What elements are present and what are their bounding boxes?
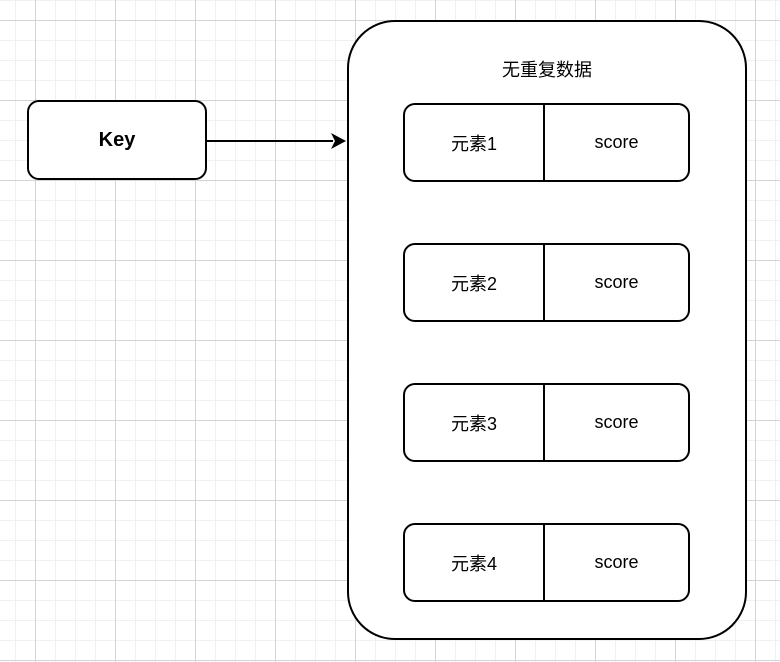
key-node: Key	[27, 100, 207, 180]
container-title: 无重复数据	[502, 60, 592, 80]
score-cell: score	[594, 132, 639, 152]
arrow-connector	[207, 133, 346, 149]
element-cell: 元素3	[405, 385, 545, 460]
key-node-label: Key	[98, 128, 136, 151]
element-row-2: 元素2 score	[403, 243, 690, 322]
element-cell: 元素4	[405, 525, 545, 600]
score-cell: score	[594, 272, 639, 292]
score-cell: score	[594, 412, 639, 432]
element-cell: 元素1	[405, 105, 545, 180]
element-cell: 元素2	[405, 245, 545, 320]
element-row-4: 元素4 score	[403, 523, 690, 602]
element-row-1: 元素1 score	[403, 103, 690, 182]
element-row-3: 元素3 score	[403, 383, 690, 462]
score-cell: score	[594, 552, 639, 572]
set-container: 无重复数据 元素1 score 元素2 score 元素3 score 元素4 …	[347, 20, 747, 640]
